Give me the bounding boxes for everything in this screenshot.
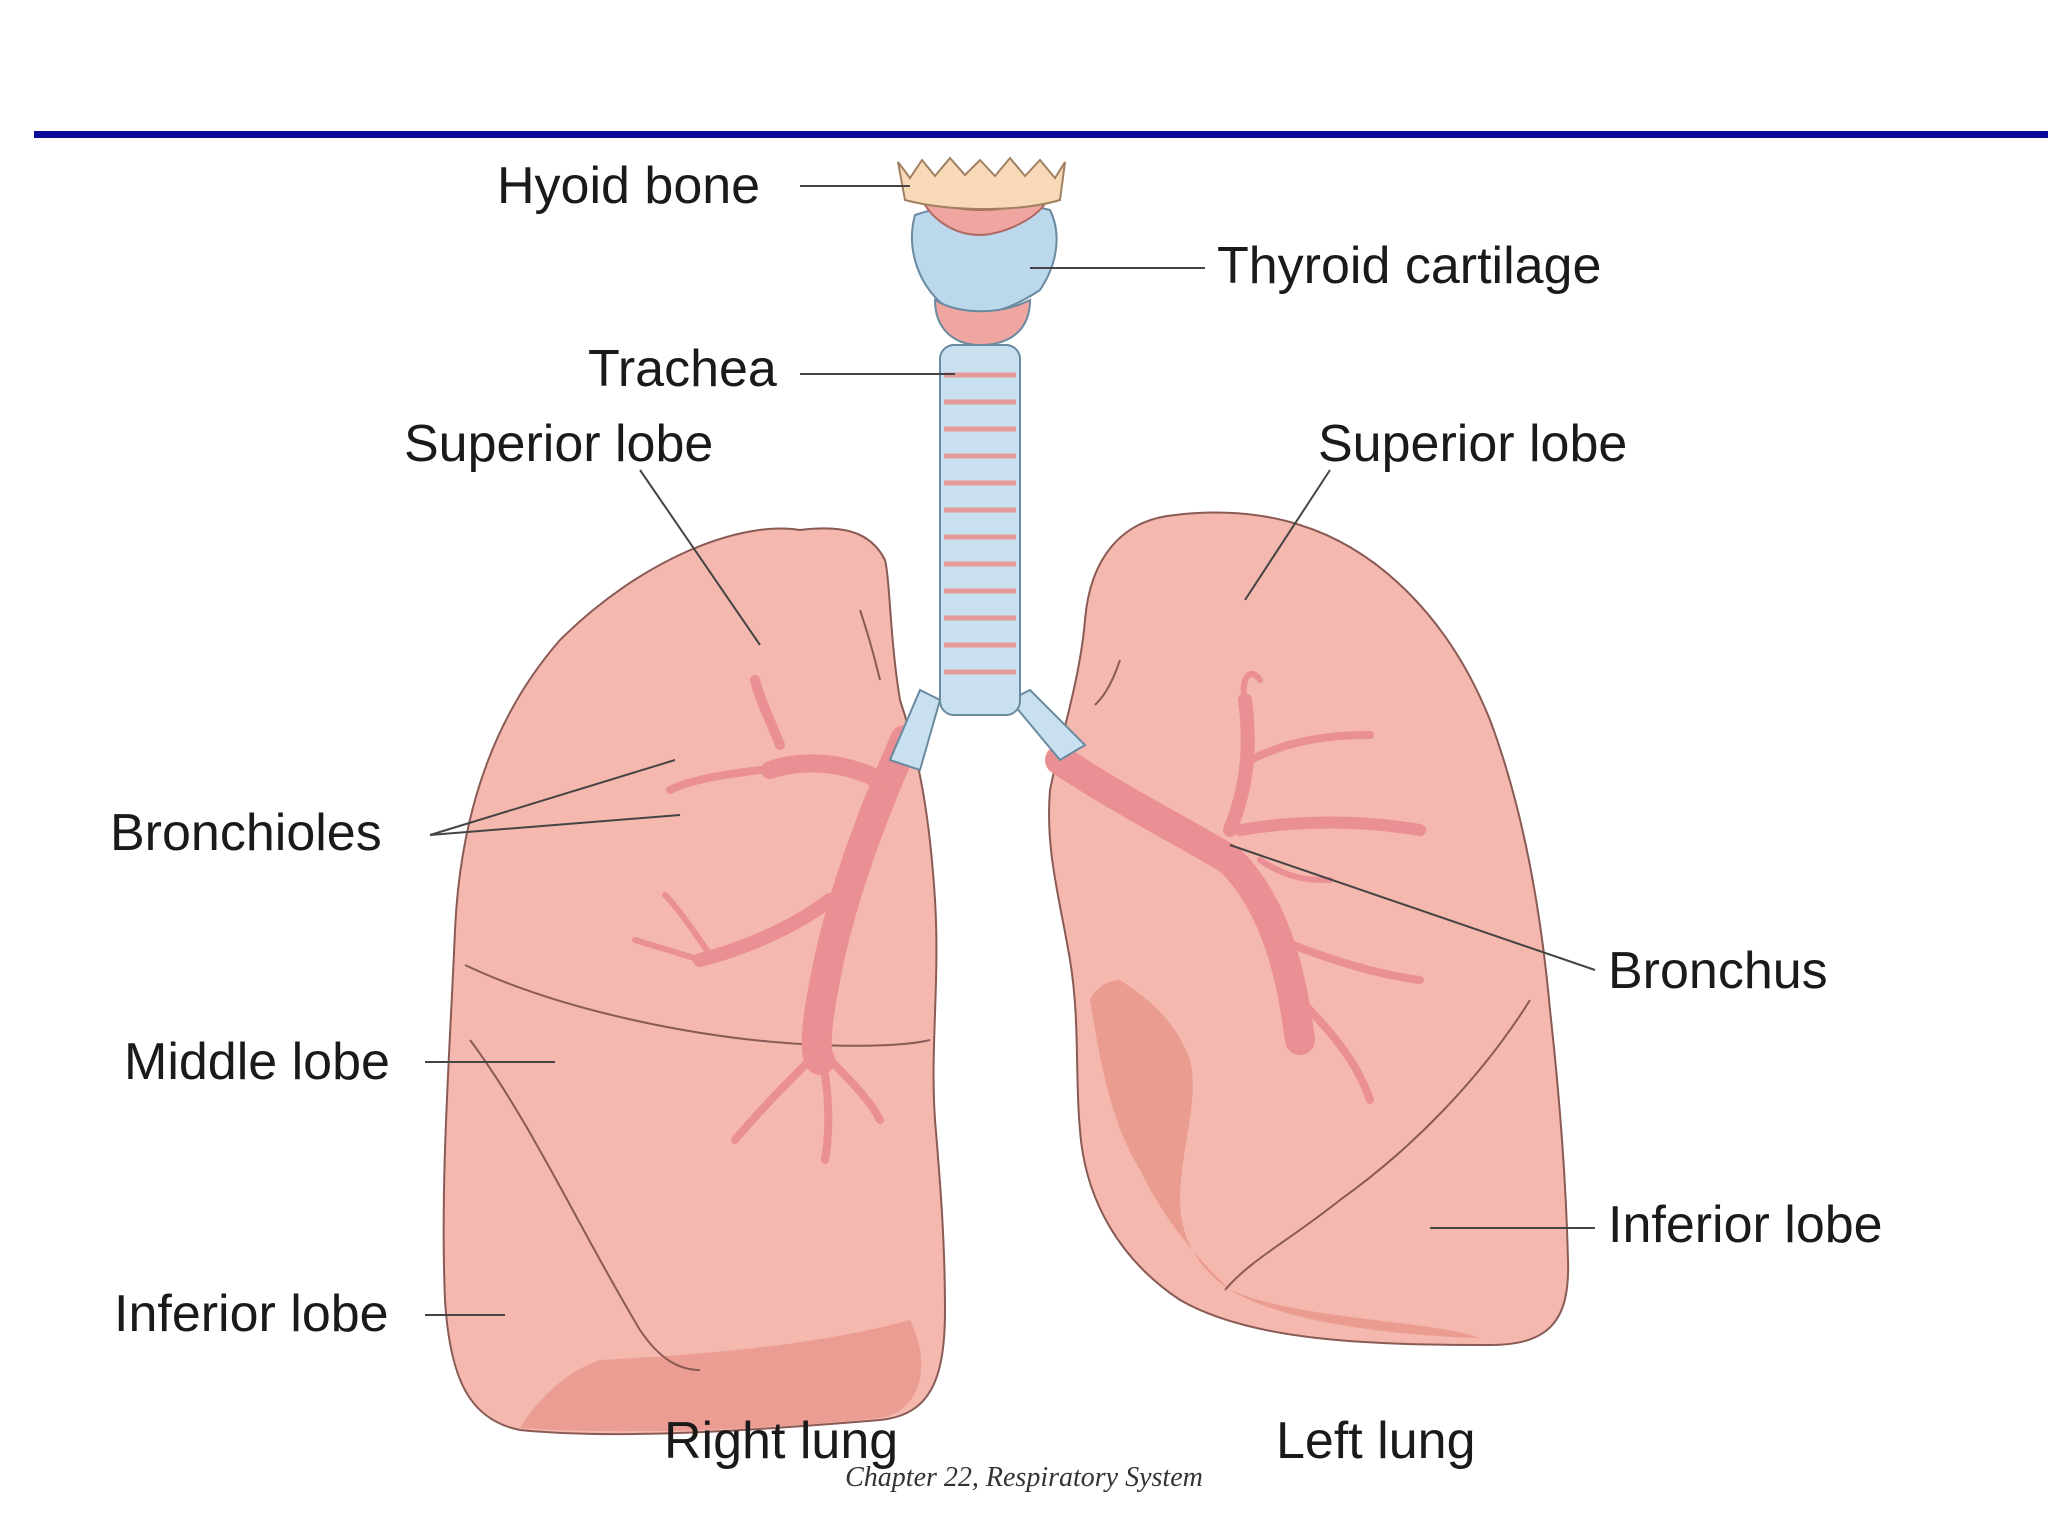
hyoid-bone-shape — [897, 156, 1066, 210]
label-inferior-lobe-right: Inferior lobe — [114, 1285, 389, 1343]
right-hilum-line — [859, 609, 881, 681]
left-bronchial-tree — [1045, 671, 1426, 1104]
leader-superior-right — [639, 469, 761, 646]
left-hilum-line — [1094, 659, 1121, 706]
label-left-lung: Left lung — [1276, 1412, 1476, 1470]
airway — [888, 156, 1087, 772]
label-right-lung: Right lung — [664, 1412, 898, 1470]
leader-superior-left — [1244, 469, 1331, 601]
cricoid-cartilage — [933, 298, 1032, 347]
leader-bronchioles-a — [429, 759, 676, 836]
label-superior-lobe-left: Superior lobe — [1318, 415, 1627, 473]
left-lung-shape — [1048, 511, 1570, 1347]
right-oblique-fissure — [469, 1039, 701, 1371]
labels: Hyoid bone Thyroid cartilage Trachea Sup… — [110, 157, 1883, 1470]
label-inferior-lobe-left: Inferior lobe — [1608, 1196, 1883, 1254]
right-lung — [442, 527, 947, 1436]
leader-lines — [425, 185, 1596, 1316]
right-main-bronchus — [888, 688, 942, 772]
label-bronchus: Bronchus — [1608, 942, 1828, 1000]
label-bronchioles: Bronchioles — [110, 804, 382, 862]
right-lung-shape — [442, 527, 947, 1436]
leader-bronchus — [1229, 844, 1596, 971]
left-main-bronchus — [1008, 688, 1087, 762]
leader-bronchioles-b — [429, 814, 681, 836]
label-thyroid-cartilage: Thyroid cartilage — [1217, 237, 1601, 295]
trachea-rings — [944, 372, 1016, 675]
right-lung-base-shading — [520, 1320, 922, 1432]
right-horizontal-fissure — [464, 964, 931, 1047]
left-oblique-fissure — [1224, 999, 1531, 1291]
left-lung — [1048, 511, 1570, 1347]
title-rule — [34, 131, 2048, 138]
label-superior-lobe-right: Superior lobe — [404, 415, 713, 473]
slide-footer: Chapter 22, Respiratory System — [845, 1462, 1203, 1493]
label-hyoid-bone: Hyoid bone — [497, 157, 760, 215]
label-middle-lobe: Middle lobe — [124, 1033, 390, 1091]
left-lung-cardiac-shading — [1090, 980, 1480, 1338]
label-trachea: Trachea — [588, 340, 777, 398]
right-bronchial-tree — [632, 675, 920, 1164]
